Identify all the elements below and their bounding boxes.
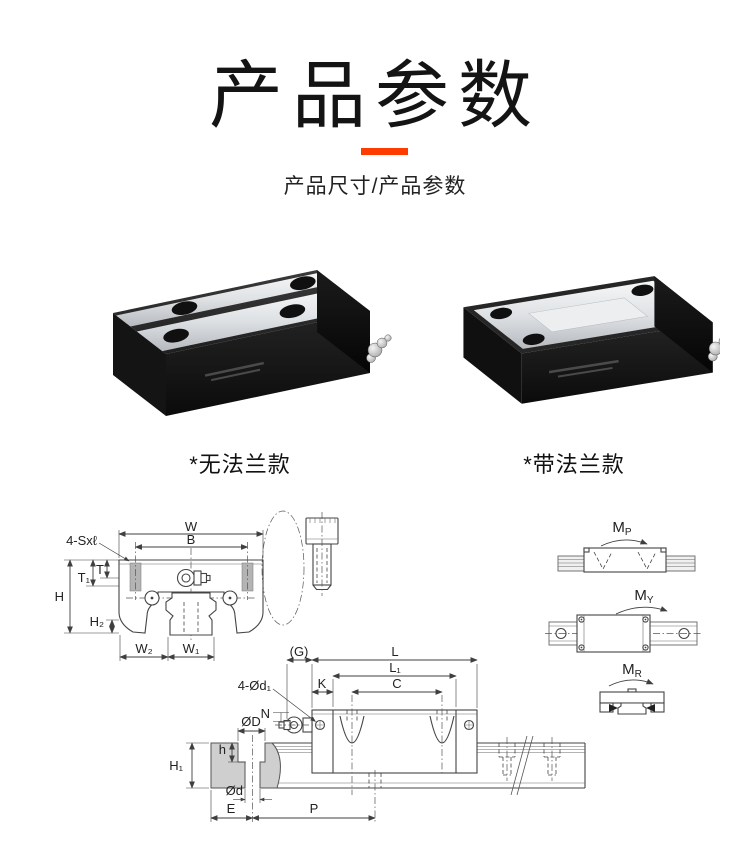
- rail-cross-section: [165, 592, 217, 636]
- grease-nipple-side: [275, 716, 316, 734]
- break-line: [510, 735, 534, 796]
- grease-nipple: [366, 334, 392, 363]
- dim-label-P: P: [310, 801, 319, 816]
- rail-section-gray: [210, 742, 246, 789]
- moment-label-mr: MR: [622, 661, 642, 680]
- accent-dash: [361, 148, 408, 155]
- bolt-hole: [171, 301, 198, 316]
- block-side-view: [311, 709, 478, 774]
- grease-nipple: [707, 338, 720, 362]
- dim-label-H2: H₂: [90, 614, 104, 629]
- side-view-diagram: (G) L L₁ K C 4-Ød₁ N ØD h H₁ Ød E P: [169, 644, 586, 822]
- guide-block-flange: [463, 276, 720, 404]
- dim-label-K: K: [318, 676, 327, 691]
- block-end-face: [317, 270, 370, 373]
- dim-label-d: Ød: [226, 783, 243, 798]
- dim-label-bolt-spec: 4-Sxℓ: [66, 533, 98, 548]
- bolt-hole: [290, 276, 316, 291]
- engraved-marking: [548, 359, 619, 378]
- moment-my: MY: [545, 587, 701, 653]
- dim-label-d1: 4-Ød₁: [238, 678, 272, 693]
- block-front-mini: [599, 691, 665, 704]
- steel-rail-strip: [136, 288, 367, 352]
- dim-label-h: h: [219, 742, 226, 757]
- dim-label-L1: L₁: [389, 660, 401, 675]
- bolt-hole: [279, 304, 306, 319]
- product-photo-flange: [463, 276, 720, 404]
- moment-arrow: [615, 606, 668, 615]
- block-front-face: [521, 322, 713, 404]
- ball-track-arches: [339, 715, 455, 744]
- bolt-section-left: [129, 562, 142, 592]
- dim-label-G: (G): [290, 644, 309, 659]
- guide-block-no-flange: [113, 270, 392, 416]
- moment-mr: MR: [599, 661, 665, 715]
- dim-label-L: L: [391, 644, 398, 659]
- bolt-hole: [522, 333, 545, 346]
- dim-label-W1: W₁: [183, 641, 200, 656]
- rail-bolt-hole: [678, 627, 690, 640]
- engraved-marking: [204, 361, 265, 382]
- screw-drawing: [261, 510, 339, 626]
- block-top-view: [576, 614, 651, 653]
- page-title: 产品参数: [209, 54, 541, 137]
- grease-nipple-drawing: [176, 568, 211, 588]
- steel-center-panel: [528, 297, 649, 333]
- page-subtitle: 产品尺寸/产品参数: [283, 175, 467, 198]
- block-left-face: [463, 307, 522, 404]
- corner-screws: [578, 616, 649, 651]
- moment-mp: MP: [557, 519, 696, 573]
- block-left-face: [113, 313, 166, 416]
- dim-label-E: E: [227, 801, 236, 816]
- moment-label-mp: MP: [612, 519, 632, 538]
- rail-bolt-hole: [555, 627, 567, 640]
- caption-no-flange: *无法兰款: [189, 452, 291, 477]
- block-cross-section: [118, 559, 264, 634]
- moment-label-my: MY: [634, 587, 654, 606]
- dim-label-N: N: [261, 706, 270, 721]
- dim-label-W2: W₂: [135, 641, 152, 656]
- block-front-face: [166, 311, 370, 416]
- bolt-hole: [490, 307, 513, 320]
- moment-arrow: [600, 538, 648, 547]
- dim-label-T1: T₁: [78, 570, 91, 585]
- block-end-face: [654, 276, 713, 373]
- product-photo-no-flange: [113, 270, 392, 416]
- dim-label-H: H: [55, 589, 64, 604]
- front-view-diagram: W B T T₁ H H₂ W₂ W₁ 4-Sxℓ: [55, 519, 264, 661]
- rail-mini: [617, 702, 647, 715]
- dim-label-B: B: [187, 532, 196, 547]
- rail-section-gray: [259, 742, 281, 789]
- rail-counterbore-holes: [498, 737, 561, 781]
- bolt-section-right: [241, 562, 254, 592]
- block-side: [583, 547, 667, 573]
- moment-arrow: [608, 678, 654, 687]
- dim-label-C: C: [392, 676, 401, 691]
- screw-shaft: [312, 543, 332, 586]
- dim-label-W: W: [185, 519, 198, 534]
- bolt-hole: [163, 328, 189, 343]
- bolt-hole: [631, 284, 654, 297]
- steel-rail-strip: [116, 272, 335, 327]
- technical-drawing: W B T T₁ H H₂ W₂ W₁ 4-Sxℓ MP: [55, 510, 701, 822]
- dim-label-H1: H₁: [169, 758, 183, 773]
- dim-label-T: T: [96, 562, 104, 577]
- dim-label-D: ØD: [241, 714, 261, 729]
- caption-flange: *带法兰款: [523, 452, 625, 477]
